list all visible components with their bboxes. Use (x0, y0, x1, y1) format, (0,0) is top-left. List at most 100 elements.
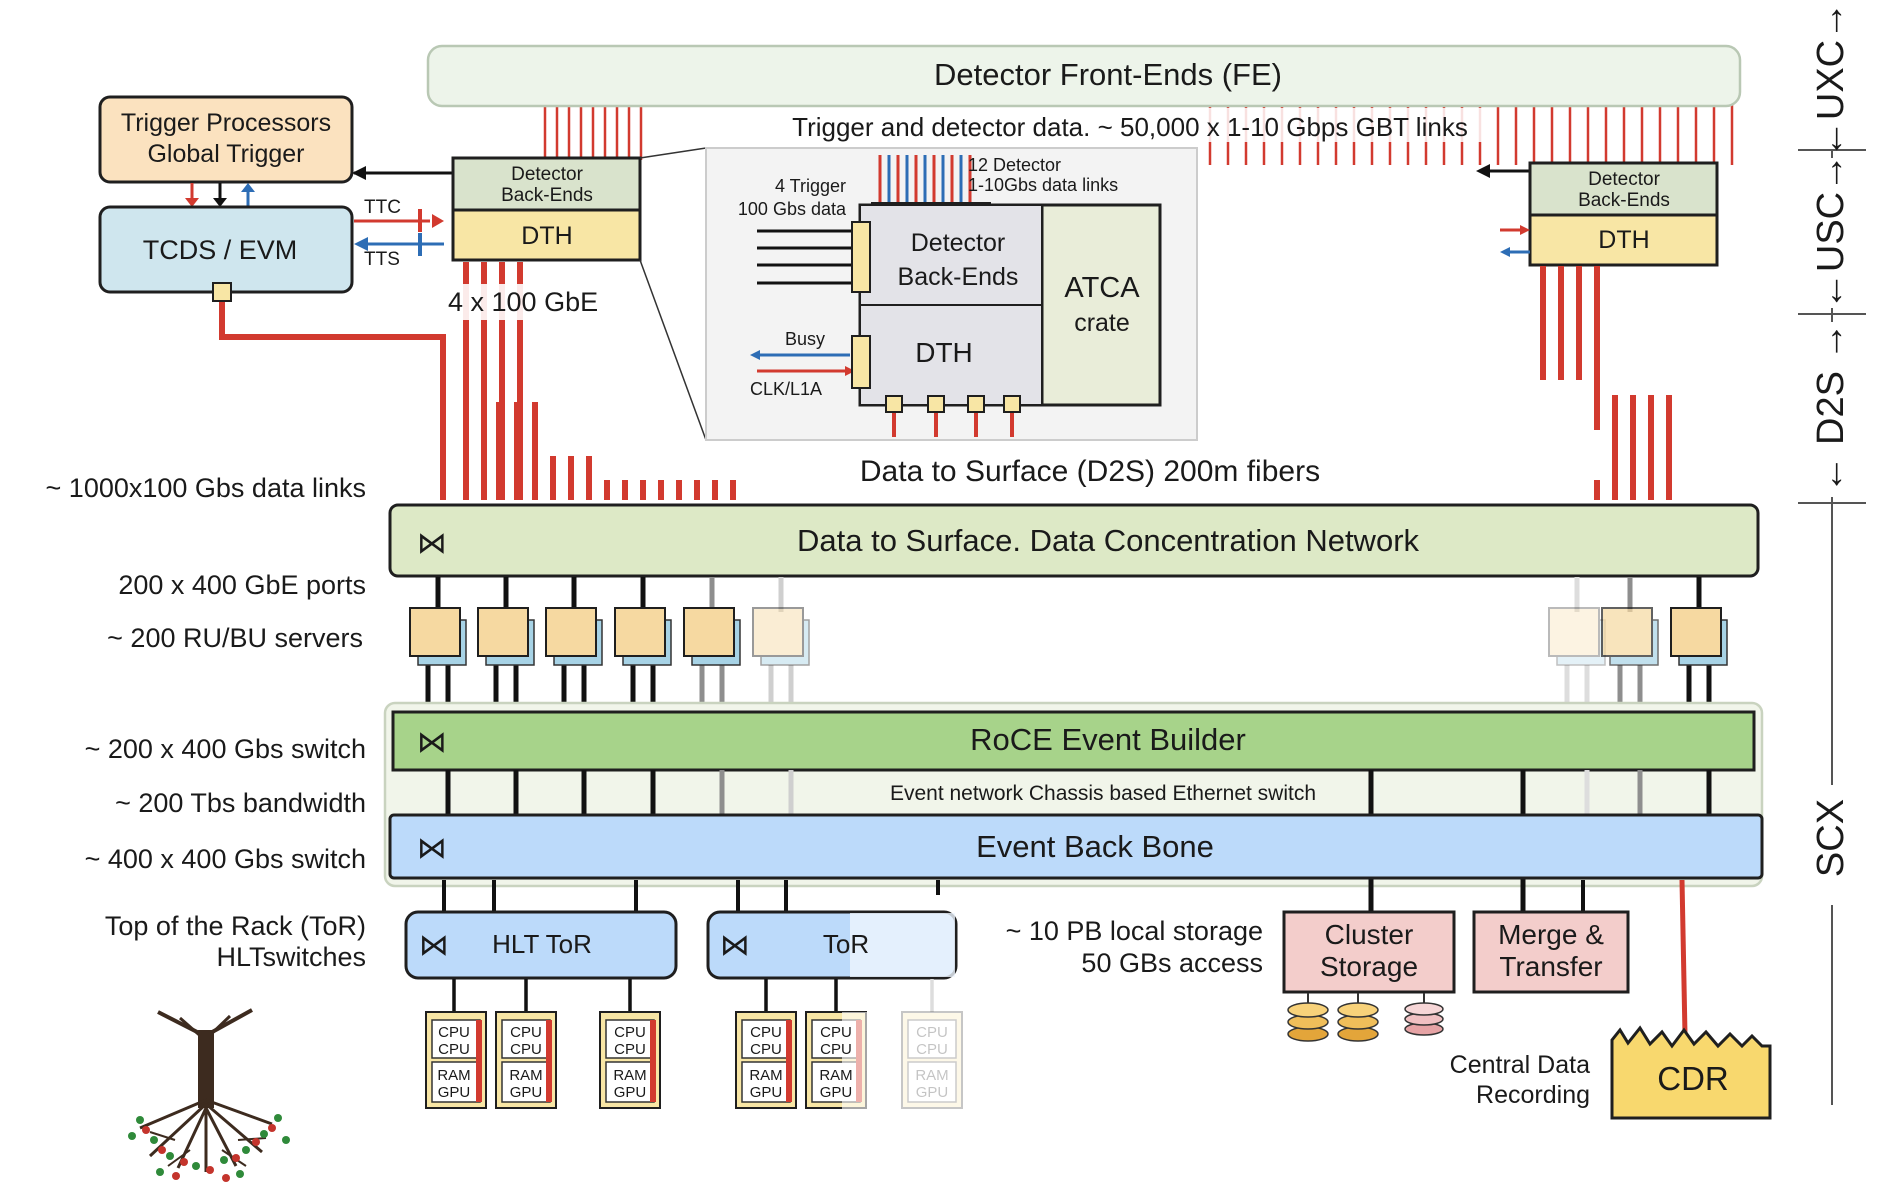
disk-icon (1337, 1002, 1379, 1042)
dcn-switch-glyph: ⋈ (417, 527, 447, 560)
node6-ram: RAM (915, 1067, 948, 1084)
left-labels: ~ 1000x100 Gbs data links 200 x 400 GbE … (46, 473, 366, 972)
label-ports: 200 x 400 GbE ports (118, 570, 366, 600)
cdr-label: CDR (1657, 1060, 1729, 1097)
inset-busy-connector (851, 335, 871, 389)
hlt-tor-switch-glyph: ⋈ (419, 929, 449, 962)
inset-dth-box (859, 304, 1043, 406)
inset-atca-region (1043, 207, 1158, 403)
inset-trigger-line1: 4 Trigger (775, 176, 846, 196)
server-3 (545, 607, 603, 666)
node2-cpu1: CPU (510, 1024, 542, 1041)
right-dth-label: DTH (1598, 226, 1649, 254)
disk-icon (1287, 1002, 1329, 1042)
cdr-box (1610, 1025, 1772, 1120)
node3-cpu2: CPU (614, 1041, 646, 1058)
inset-busy-label: Busy (785, 329, 825, 349)
local-storage-line1: ~ 10 PB local storage (1006, 916, 1263, 946)
dcn-label: Data to Surface. Data Concentration Netw… (797, 523, 1420, 558)
trigger-tcds-arrows (185, 183, 255, 207)
compute-node-5: CPU CPU RAM GPU (805, 1011, 868, 1109)
label-tor-line2: HLTswitches (216, 942, 366, 972)
node4-cpu2: CPU (750, 1041, 782, 1058)
node6-cpu1: CPU (916, 1024, 948, 1041)
zoom-lines (639, 147, 707, 441)
server-8 (1601, 607, 1659, 666)
right-backends-line2: Back-Ends (1578, 190, 1670, 211)
zone-scx: SCX (1810, 799, 1852, 877)
node5-cpu1: CPU (820, 1024, 852, 1041)
roce-switch-glyph: ⋈ (417, 726, 447, 759)
right-dth-downlinks (1540, 266, 1672, 500)
inset-trigger-line2: 100 Gbs data (738, 199, 847, 219)
front-ends-box (426, 44, 1742, 108)
inset-detector-links-line2: 1-10Gbs data links (968, 175, 1118, 195)
cdr-link (1679, 879, 1688, 1036)
node2-gpu: GPU (510, 1084, 543, 1101)
node4-gpu: GPU (750, 1084, 783, 1101)
inset-backends-line2: Back-Ends (898, 263, 1019, 291)
hlt-tor-box (404, 910, 678, 980)
node1-cpu1: CPU (438, 1024, 470, 1041)
backbone-box (388, 813, 1764, 880)
inset-dth-label: DTH (915, 337, 973, 368)
left-gbe-label: 4 x 100 GbE (448, 287, 598, 317)
cdr-note-line1: Central Data (1450, 1051, 1590, 1079)
trigger-line2: Global Trigger (147, 140, 304, 168)
compute-node-2: CPU CPU RAM GPU (495, 1011, 557, 1109)
left-dth-label: DTH (521, 222, 572, 250)
backbone-downlinks (442, 880, 1585, 912)
label-bandwidth: ~ 200 Tbs bandwidth (115, 788, 366, 818)
tor-downlinks (452, 979, 934, 1012)
inset-bottom-ports (885, 395, 1021, 437)
tor-label: ToR (823, 929, 869, 959)
node1-gpu: GPU (438, 1084, 471, 1101)
server-6 (752, 607, 810, 666)
zone-d2s: ← D2S → (1810, 322, 1852, 493)
node5-cpu2: CPU (820, 1041, 852, 1058)
label-servers: ~ 200 RU/BU servers (107, 623, 363, 653)
hlt-tor-label: HLT ToR (492, 929, 592, 959)
cluster-storage-line2: Storage (1320, 951, 1418, 982)
node6-gpu: GPU (916, 1084, 949, 1101)
merge-transfer-line2: Transfer (1499, 951, 1602, 982)
server-4 (614, 607, 672, 666)
compute-node-1: CPU CPU RAM GPU (425, 1011, 487, 1109)
node1-ram: RAM (437, 1067, 470, 1084)
merge-transfer-line1: Merge & (1498, 919, 1604, 950)
right-dth-box (1528, 213, 1719, 267)
left-backends-line2: Back-Ends (501, 185, 593, 206)
trigger-processors-box (98, 95, 354, 184)
roce-box (391, 710, 1756, 772)
local-storage-line2: 50 GBs access (1081, 948, 1263, 978)
tree-illustration (128, 1008, 290, 1182)
node2-ram: RAM (509, 1067, 542, 1084)
inset-detector-links (878, 155, 972, 208)
node3-ram: RAM (613, 1067, 646, 1084)
server-2 (477, 607, 535, 666)
inset-atca-line1: ATCA (1064, 272, 1140, 304)
compute-node-4: CPU CPU RAM GPU (735, 1011, 797, 1109)
label-tor-line1: Top of the Rack (ToR) (105, 911, 366, 941)
label-data-links: ~ 1000x100 Gbs data links (46, 473, 366, 503)
left-backends-line1: Detector (511, 164, 583, 185)
tts-label: TTS (364, 249, 400, 270)
roce-label: RoCE Event Builder (970, 722, 1246, 757)
disk-icon (1404, 1002, 1444, 1036)
tor-switch-glyph: ⋈ (720, 929, 750, 962)
server-7 (1548, 607, 1606, 666)
node6-cpu2: CPU (916, 1041, 948, 1058)
backbone-label: Event Back Bone (976, 829, 1214, 864)
node5-gpu: GPU (820, 1084, 853, 1101)
compute-node-6: CPU CPU RAM GPU (901, 1011, 963, 1109)
merge-transfer-box (1472, 910, 1630, 994)
storage-disks (1287, 993, 1444, 1042)
node5-ram: RAM (819, 1067, 852, 1084)
left-dth-box (451, 208, 642, 262)
node4-cpu1: CPU (750, 1024, 782, 1041)
chassis-label: Event network Chassis based Ethernet swi… (890, 782, 1316, 805)
right-backends-line1: Detector (1588, 169, 1660, 190)
node3-cpu1: CPU (614, 1024, 646, 1041)
node1-cpu2: CPU (438, 1041, 470, 1058)
